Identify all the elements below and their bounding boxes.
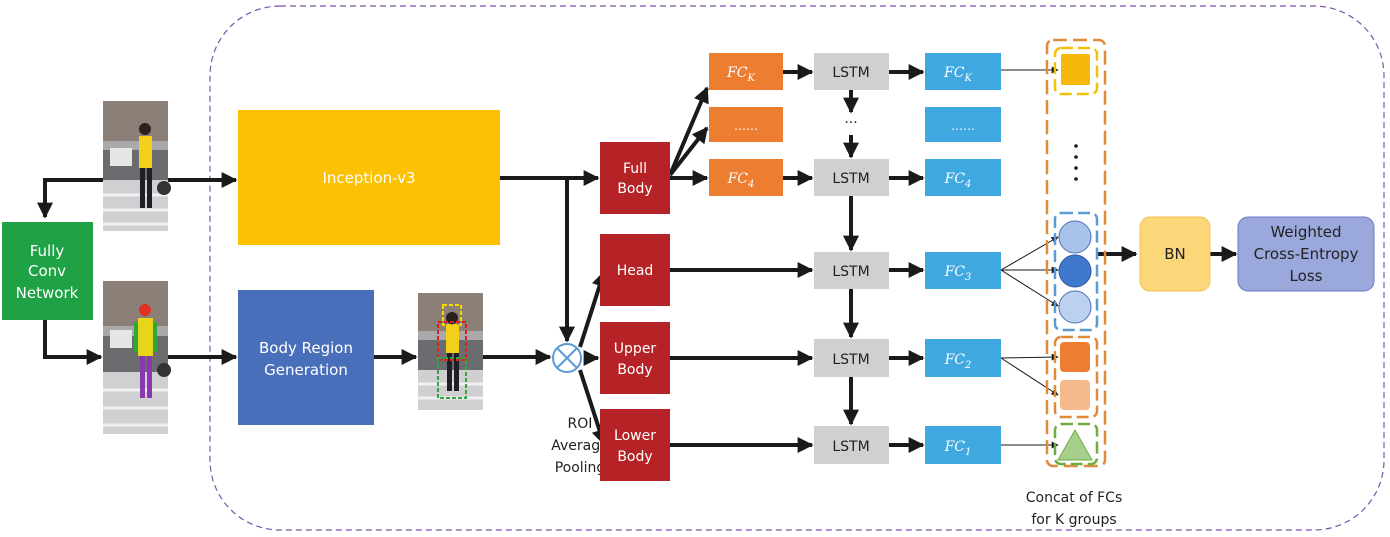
fc-blue-k-label: FC [943, 65, 965, 81]
upper-body-label-2: Body [617, 362, 652, 378]
lower-body-label-1: Lower [614, 428, 656, 444]
brg-label-2: Generation [264, 361, 348, 379]
fc-blue-2-label: FC [944, 352, 966, 368]
roi-label-2: Average [551, 438, 609, 454]
fcn-label-3: Network [16, 284, 79, 302]
full-body-label-1: Full [623, 161, 647, 177]
concat-label-1: Concat of FCs [1026, 490, 1123, 506]
roi-pooling-icon [552, 343, 582, 373]
upper-body-box [600, 322, 670, 394]
svg-text:FCK: FCK [726, 65, 755, 84]
fc-blue-4-label: FC [944, 171, 966, 187]
lstm-label-3: LSTM [832, 264, 869, 280]
orange-square-icon [1060, 342, 1090, 372]
fc-blue-4-sub: 4 [964, 179, 971, 190]
lower-body-label-2: Body [617, 449, 652, 465]
fc-orange-k-sub: K [746, 73, 755, 84]
bn-label: BN [1164, 245, 1186, 263]
svg-text:FC4: FC4 [727, 171, 755, 190]
pedestrian-image-parsed [103, 281, 171, 434]
loss-label-3: Loss [1290, 267, 1323, 285]
concat-dot-1 [1074, 144, 1078, 148]
svg-text:FCK: FCK [943, 65, 972, 84]
lstm-box-1 [814, 426, 889, 464]
body-region-generation-box [238, 290, 374, 425]
fc-orange-ellipsis-box [709, 107, 783, 142]
fcn-label-1: Fully [30, 242, 65, 260]
upper-body-label-1: Upper [614, 341, 657, 357]
concat-label-2: for K groups [1031, 512, 1116, 528]
fc-blue-4-box [925, 159, 1001, 196]
concat-outer-frame [1045, 38, 1107, 468]
inception-box [238, 110, 500, 245]
roi-label-3: Pooling [555, 460, 606, 476]
bn-box [1139, 216, 1211, 292]
fc-blue-ellipsis-box [925, 107, 1001, 142]
fc-orange-4-label: FC [727, 171, 749, 187]
lower-body-box [600, 409, 670, 481]
concat-group-2-frame [1053, 335, 1099, 419]
concat-group-3-frame [1053, 211, 1099, 332]
loss-label-2: Cross-Entropy [1254, 245, 1359, 263]
pedestrian-image-regions [418, 293, 483, 410]
head-box [600, 234, 670, 306]
lstm-box-k [814, 53, 889, 90]
blue-circle-icon [1058, 290, 1092, 324]
full-body-box [600, 142, 670, 214]
fc-blue-3-box [925, 252, 1001, 289]
orange-square-icon [1060, 380, 1090, 410]
brg-label-1: Body Region [259, 339, 353, 357]
fc-blue-3-sub: 3 [965, 272, 971, 283]
lstm-label-1: LSTM [832, 439, 869, 455]
lstm-label-2: LSTM [832, 352, 869, 368]
lstm-label-4: LSTM [832, 171, 869, 187]
fc-blue-1-sub: 1 [965, 447, 971, 458]
concat-dot-3 [1074, 166, 1078, 170]
pipeline-dashed-region [209, 5, 1385, 531]
fc-blue-2-sub: 2 [964, 360, 971, 371]
lstm-label-k: LSTM [832, 65, 869, 81]
fc-orange-4-box [709, 159, 783, 196]
yellow-square-icon [1061, 54, 1090, 85]
fcn-box [2, 222, 93, 320]
full-body-label-2: Body [617, 181, 652, 197]
roi-label-1: ROI [568, 416, 593, 432]
blue-circle-icon [1058, 254, 1092, 288]
svg-text:FC2: FC2 [944, 352, 972, 371]
fc-blue-k-sub: K [963, 73, 972, 84]
fc-orange-ellipsis-label: …… [734, 119, 758, 133]
fc-blue-1-label: FC [944, 439, 966, 455]
fcn-label-2: Conv [28, 262, 66, 280]
fc-orange-k-box [709, 53, 783, 90]
fc-orange-4-sub: 4 [747, 179, 754, 190]
fc-orange-k-label: FC [726, 65, 748, 81]
green-triangle-icon [1057, 428, 1093, 461]
fc-blue-k-box [925, 53, 1001, 90]
lstm-vertical-ellipsis: ··· [844, 115, 857, 131]
svg-text:FC3: FC3 [944, 264, 972, 283]
lstm-box-3 [814, 252, 889, 289]
fc-blue-1-box [925, 426, 1001, 464]
inception-label: Inception-v3 [322, 169, 415, 187]
concat-dot-4 [1074, 177, 1078, 181]
lstm-box-2 [814, 339, 889, 377]
fc-blue-ellipsis-label: …… [951, 119, 975, 133]
fc-blue-2-box [925, 339, 1001, 377]
blue-circle-icon [1058, 220, 1092, 254]
loss-label-1: Weighted [1270, 223, 1341, 241]
lstm-box-4 [814, 159, 889, 196]
loss-box [1237, 216, 1375, 292]
head-label: Head [617, 263, 654, 279]
pedestrian-image-original [103, 101, 171, 231]
fc-blue-3-label: FC [944, 264, 966, 280]
concat-dot-2 [1074, 155, 1078, 159]
concat-group-k-frame [1053, 46, 1099, 96]
concat-group-1-frame [1053, 422, 1099, 466]
svg-text:FC4: FC4 [944, 171, 972, 190]
svg-text:FC1: FC1 [944, 439, 972, 458]
